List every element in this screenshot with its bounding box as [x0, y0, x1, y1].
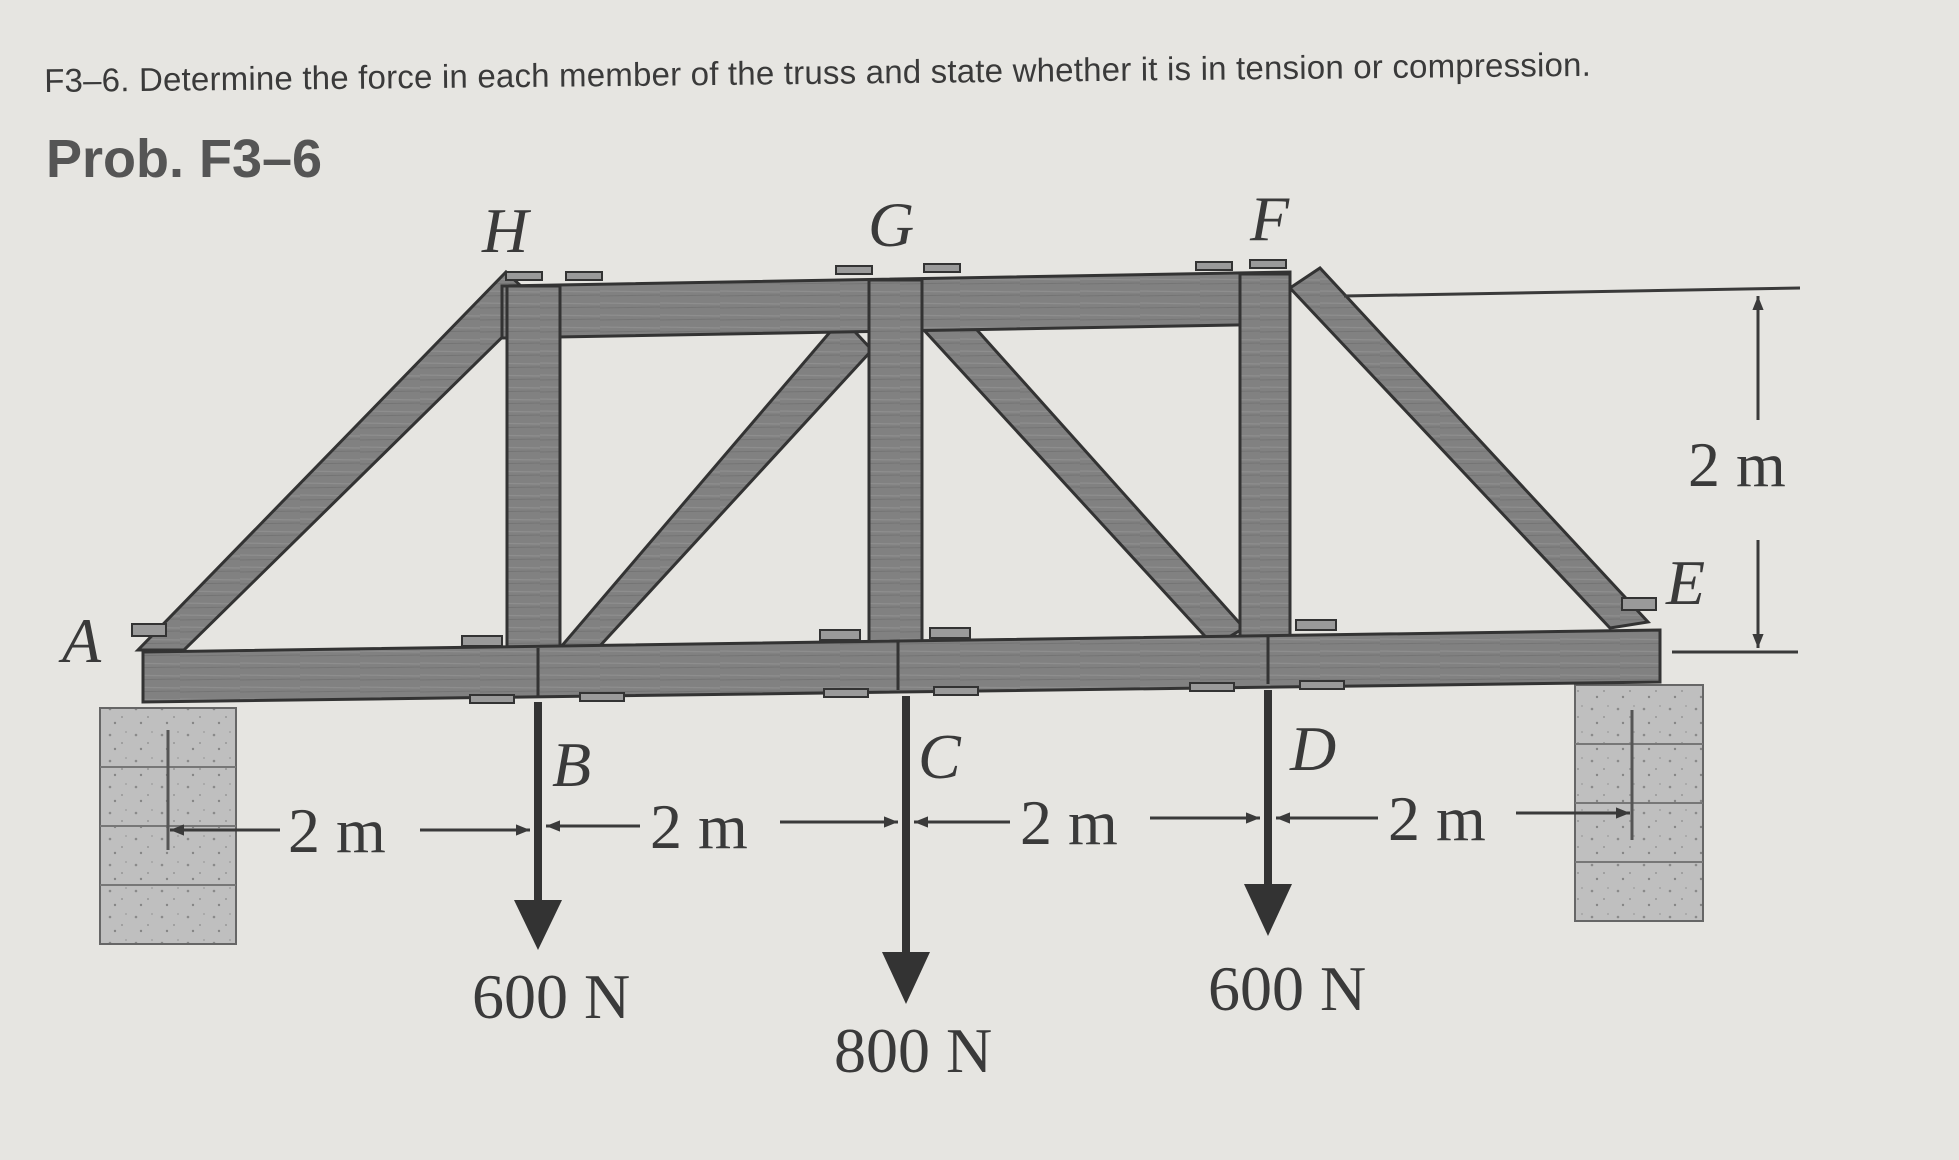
load-arrow-d: [1244, 690, 1292, 936]
node-label-e: E: [1665, 547, 1705, 618]
member-bg: [556, 315, 875, 650]
load-arrow-c: [882, 696, 930, 1004]
load-label-d: 600 N: [1208, 953, 1366, 1024]
member-ah: [134, 269, 541, 652]
load-arrow-b: [514, 702, 562, 950]
dimension-label-panel-4: 2 m: [1388, 783, 1486, 854]
dimension-label-height: 2 m: [1688, 429, 1786, 500]
height-dimension: [1343, 286, 1801, 654]
load-label-c: 800 N: [834, 1015, 992, 1086]
member-hb: [505, 284, 562, 654]
support-e: [1574, 684, 1704, 922]
dimension-label-panel-3: 2 m: [1020, 787, 1118, 858]
load-label-b: 600 N: [472, 961, 630, 1032]
support-a: [99, 707, 237, 945]
member-gc: [867, 278, 924, 646]
node-label-h: H: [481, 195, 532, 266]
member-fd: [1238, 272, 1292, 638]
node-label-f: F: [1249, 183, 1290, 254]
horizontal-dimensions: [170, 807, 1630, 836]
problem-label: Prob. F3–6: [46, 129, 323, 189]
member-ae-bottom-chord: [141, 628, 1662, 704]
gusset-plates: [131, 259, 1657, 704]
member-fe: [1287, 266, 1652, 630]
node-label-a: A: [58, 605, 102, 676]
dimension-label-panel-1: 2 m: [288, 795, 386, 866]
node-label-c: C: [918, 721, 962, 792]
node-label-d: D: [1289, 713, 1336, 784]
member-gd: [919, 299, 1247, 648]
dimension-label-panel-2: 2 m: [650, 791, 748, 862]
node-label-g: G: [868, 189, 914, 260]
node-label-b: B: [552, 729, 591, 800]
